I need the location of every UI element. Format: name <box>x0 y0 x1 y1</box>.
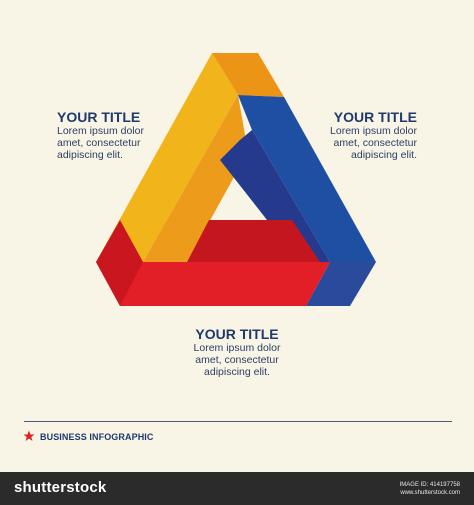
triangle-arm-blue-end <box>306 262 376 306</box>
stock-site: www.shutterstock.com <box>400 490 460 496</box>
impossible-triangle <box>96 53 376 306</box>
text-block-left: YOUR TITLE Lorem ipsum dolor amet, conse… <box>57 109 144 161</box>
block-text-line: adipiscing elit. <box>57 149 123 161</box>
triangle-arm-orange-inner <box>143 95 248 262</box>
triangle-arm-crimson <box>96 220 143 306</box>
block-text-line: amet, consectetur <box>333 137 417 149</box>
block-text-line: Lorem ipsum dolor <box>57 125 144 137</box>
block-title: YOUR TITLE <box>57 109 141 125</box>
block-title: YOUR TITLE <box>195 326 279 342</box>
block-title: YOUR TITLE <box>333 109 417 125</box>
triangle-arm-red <box>96 262 330 306</box>
triangle-arm-orange-face <box>212 53 284 97</box>
stock-logo: shutterstock <box>14 479 107 496</box>
text-block-bottom: YOUR TITLE Lorem ipsum dolor amet, conse… <box>0 326 474 378</box>
stock-image-id: IMAGE ID: 414197758 <box>399 482 460 488</box>
block-text-line: amet, consectetur <box>195 354 279 366</box>
block-text-line: Lorem ipsum dolor <box>330 125 417 137</box>
stock-watermark-bar: shutterstock IMAGE ID: 414197758 www.shu… <box>0 472 474 505</box>
block-text-line: adipiscing elit. <box>351 149 417 161</box>
triangle-arm-yellow <box>96 53 238 262</box>
block-text-line: amet, consectetur <box>57 137 141 149</box>
block-text-line: adipiscing elit. <box>204 366 270 378</box>
block-text-line: Lorem ipsum dolor <box>193 342 281 354</box>
triangle-arm-navy <box>220 130 330 262</box>
footer-label: BUSINESS INFOGRAPHIC <box>40 432 154 442</box>
infographic-canvas: YOUR TITLE Lorem ipsum dolor amet, conse… <box>0 53 474 442</box>
triangle-arm-blue <box>238 95 376 262</box>
star-icon <box>23 430 35 441</box>
divider <box>24 421 452 422</box>
stock-image-info: IMAGE ID: 414197758 www.shutterstock.com <box>400 481 460 497</box>
text-block-right: YOUR TITLE Lorem ipsum dolor amet, conse… <box>330 109 417 161</box>
triangle-arm-red-top <box>187 220 320 262</box>
